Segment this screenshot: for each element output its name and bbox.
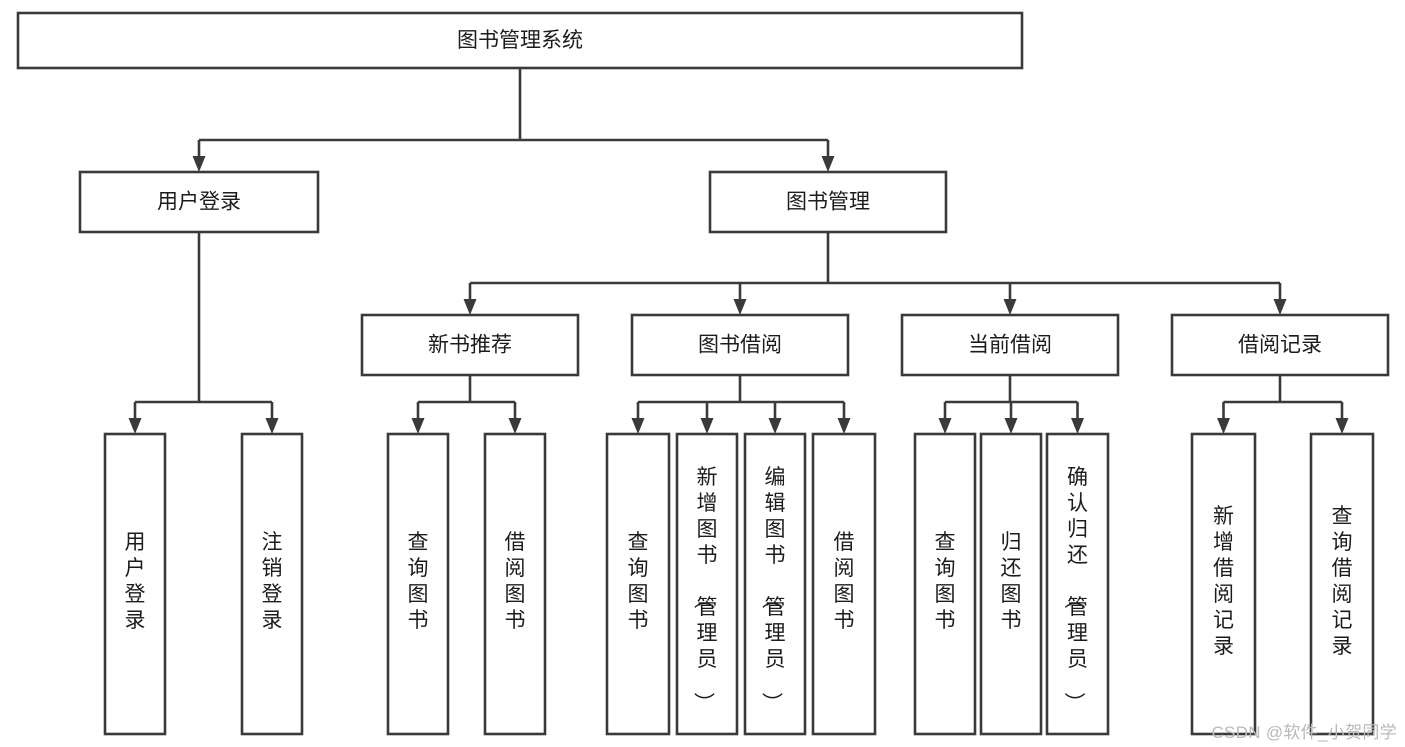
connector-arrowhead [938, 418, 952, 434]
node-label-leaf-3: 查询图书 [408, 531, 429, 632]
node-leaf-4[interactable]: 借阅图书 [483, 432, 547, 736]
node-leaf-2[interactable]: 注销登录 [240, 432, 304, 736]
connector-arrowhead [1004, 418, 1018, 434]
connector-arrowhead [508, 418, 522, 434]
connector-arrowhead [1335, 418, 1349, 434]
node-label-leaf-7: 编辑图书（管理员） [760, 466, 786, 713]
connector-arrowhead [1273, 299, 1287, 315]
node-label-new-book-rec: 新书推荐 [428, 334, 512, 357]
connector-arrowhead [128, 418, 142, 434]
node-box-leaf-11[interactable] [1045, 432, 1110, 736]
node-label-leaf-9: 查询图书 [935, 531, 956, 632]
connector-arrowhead [700, 418, 714, 434]
node-leaf-7[interactable]: 编辑图书（管理员） [743, 432, 807, 736]
connector-arrowhead [768, 418, 782, 434]
node-leaf-10[interactable]: 归还图书 [979, 432, 1043, 736]
node-box-leaf-6[interactable] [675, 432, 739, 736]
node-box-current-borrow[interactable] [900, 313, 1120, 377]
connector-arrowhead [192, 156, 206, 172]
node-borrow-record[interactable]: 借阅记录 [1170, 313, 1390, 377]
connector-arrowhead [411, 418, 425, 434]
node-label-leaf-13: 查询借阅记录 [1332, 505, 1353, 658]
node-label-leaf-8: 借阅图书 [834, 531, 855, 632]
node-box-leaf-7[interactable] [743, 432, 807, 736]
node-current-borrow[interactable]: 当前借阅 [900, 313, 1120, 377]
node-box-leaf-2[interactable] [240, 432, 304, 736]
node-label-leaf-6: 新增图书（管理员） [692, 466, 718, 713]
node-label-current-borrow: 当前借阅 [968, 334, 1052, 357]
node-leaf-8[interactable]: 借阅图书 [811, 432, 877, 736]
node-leaf-1[interactable]: 用户登录 [103, 432, 167, 736]
node-label-book-manage: 图书管理 [786, 191, 870, 214]
node-leaf-3[interactable]: 查询图书 [386, 432, 450, 736]
node-leaf-5[interactable]: 查询图书 [605, 432, 671, 736]
node-label-leaf-4: 借阅图书 [505, 531, 526, 632]
node-label-leaf-5: 查询图书 [628, 531, 649, 632]
node-user-login[interactable]: 用户登录 [78, 170, 320, 234]
node-box-leaf-8[interactable] [811, 432, 877, 736]
node-box-borrow-record[interactable] [1170, 313, 1390, 377]
node-leaf-9[interactable]: 查询图书 [913, 432, 977, 736]
node-box-root[interactable] [16, 11, 1024, 70]
connector-arrowhead [733, 299, 747, 315]
node-label-borrow-record: 借阅记录 [1238, 334, 1322, 357]
node-box-leaf-5[interactable] [605, 432, 671, 736]
node-box-user-login[interactable] [78, 170, 320, 234]
connector-arrowhead [1217, 418, 1230, 434]
connector-arrowhead [1071, 418, 1084, 434]
node-root[interactable]: 图书管理系统 [16, 11, 1024, 70]
node-box-leaf-9[interactable] [913, 432, 977, 736]
node-box-book-borrow[interactable] [630, 313, 850, 377]
connector-arrowhead [821, 156, 835, 172]
node-box-new-book-rec[interactable] [360, 313, 580, 377]
node-box-book-manage[interactable] [708, 170, 948, 234]
node-box-leaf-3[interactable] [386, 432, 450, 736]
node-leaf-13[interactable]: 查询借阅记录 [1309, 432, 1375, 736]
connector-arrowhead [1003, 299, 1017, 315]
node-label-leaf-1: 用户登录 [125, 531, 146, 632]
connector-arrowhead [631, 418, 645, 434]
node-book-borrow[interactable]: 图书借阅 [630, 313, 850, 377]
connector-arrowhead [265, 418, 279, 434]
connector-arrowhead [463, 299, 477, 315]
node-box-leaf-10[interactable] [979, 432, 1043, 736]
node-layer: 图书管理系统用户登录图书管理新书推荐图书借阅当前借阅借阅记录用户登录注销登录查询… [16, 11, 1390, 736]
node-leaf-12[interactable]: 新增借阅记录 [1190, 432, 1257, 736]
connector-arrowhead [837, 418, 851, 434]
node-box-leaf-1[interactable] [103, 432, 167, 736]
node-label-leaf-10: 归还图书 [1001, 531, 1022, 632]
node-leaf-6[interactable]: 新增图书（管理员） [675, 432, 739, 736]
node-label-leaf-2: 注销登录 [262, 531, 283, 632]
node-leaf-11[interactable]: 确认归还（管理员） [1045, 432, 1110, 736]
node-new-book-rec[interactable]: 新书推荐 [360, 313, 580, 377]
node-box-leaf-12[interactable] [1190, 432, 1257, 736]
node-box-leaf-13[interactable] [1309, 432, 1375, 736]
connector-layer [128, 68, 1349, 434]
node-label-user-login: 用户登录 [157, 191, 241, 214]
node-book-manage[interactable]: 图书管理 [708, 170, 948, 234]
node-box-leaf-4[interactable] [483, 432, 547, 736]
node-label-leaf-12: 新增借阅记录 [1213, 505, 1234, 658]
node-label-root: 图书管理系统 [457, 29, 583, 52]
node-label-leaf-11: 确认归还（管理员） [1062, 466, 1088, 713]
node-label-book-borrow: 图书借阅 [698, 334, 782, 357]
